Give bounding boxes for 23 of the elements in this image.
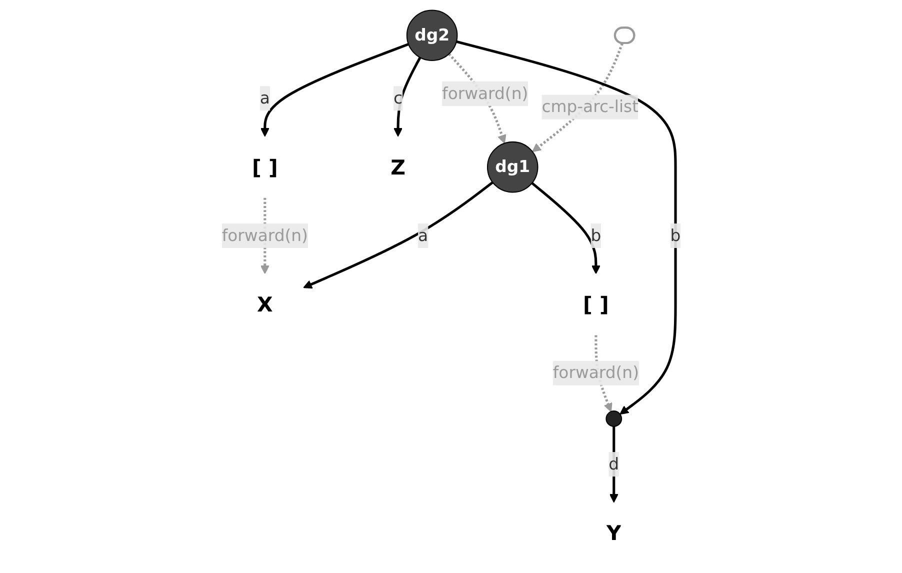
- node-circle: dg2: [406, 9, 458, 60]
- edge-label: a: [260, 88, 270, 108]
- node-circle: [606, 410, 622, 426]
- node-text: [ ]: [252, 154, 278, 179]
- arrow: [394, 56, 422, 136]
- node-text: Y: [606, 520, 622, 545]
- edge-label: c: [394, 88, 403, 108]
- edge-label: forward(n): [552, 362, 640, 382]
- edge-label: forward(n): [442, 82, 528, 102]
- arrow: [303, 180, 494, 288]
- edge-label: a: [418, 225, 428, 244]
- node-text: Z: [390, 154, 406, 179]
- edge-label: forward(n): [222, 225, 308, 244]
- arrow: [260, 42, 410, 136]
- edge-label: b: [670, 225, 681, 244]
- node-text: X: [257, 292, 273, 316]
- edge-label: b: [590, 225, 602, 244]
- arrow: [531, 182, 600, 274]
- edge-label: cmp-arc-list: [542, 96, 639, 116]
- arrow: [456, 40, 677, 414]
- node-text: [ ]: [583, 292, 609, 316]
- node-circle: dg1: [487, 140, 538, 192]
- edge-label: d: [608, 454, 620, 474]
